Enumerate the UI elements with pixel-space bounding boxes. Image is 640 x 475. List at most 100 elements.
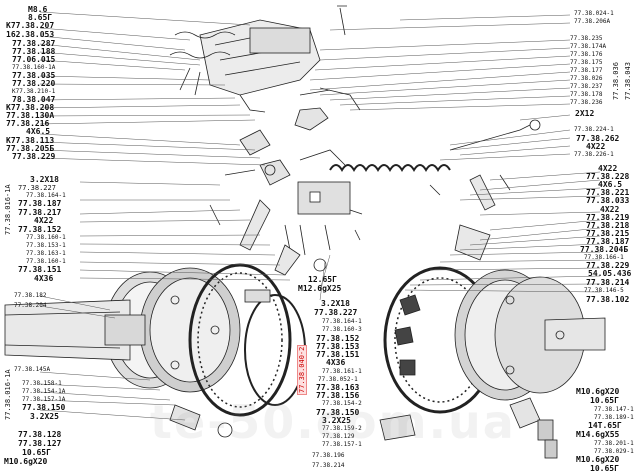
part-label: 3.2Х18 [30,175,59,184]
part-label: 77.38.262 [576,134,620,143]
part-label: 10.65Г [22,448,51,457]
part-label: 77.38.150 [316,408,360,417]
part-label: 77.38.177 [570,67,603,74]
part-label: 77.38.224-1 [574,126,614,133]
part-label: 77.38.163 [316,383,360,392]
part-label: 10.65Г [590,396,619,405]
part-label: 77.38.205Б [6,144,55,153]
part-label: 77.38.237 [570,83,603,90]
part-label: 77.38.187 [586,237,630,246]
part-label: 14Т.65Г [588,421,622,430]
part-label: 77.38.182 [14,292,47,299]
part-label: 77.38.187 [18,199,62,208]
part-label: 77.38.154-2 [322,400,362,407]
part-label: 77.38.163-1 [26,250,66,257]
part-label: 4Х36 [326,358,346,367]
part-label: 77.38.157-1А [22,396,66,403]
part-label: 77.38.227 [314,308,358,317]
part-label: М14.6gХ55 [576,430,620,439]
part-label: 77.38.204 [14,302,47,309]
part-label: 77.38.026 [570,75,603,82]
part-label: 77.38.160-1 [26,258,66,265]
part-label: 77.38.102 [586,295,630,304]
part-label: 77.38.219 [586,213,630,222]
part-label: К77.38.210-1 [12,88,56,95]
part-label: 2Х12 [575,109,595,118]
part-label: 77.38.147-1 [594,406,634,413]
part-label: М10.6gХ20 [576,455,620,464]
group-label-vertical: 77.38.043 [624,62,632,100]
left-brake-band [188,263,306,417]
part-label: К77.38.208 [6,103,55,112]
group-label-vertical: 77.38.016-1А [4,184,12,235]
part-label: 8.65Г [28,13,53,22]
part-label: 77.38.216 [6,119,50,128]
part-label: 12.65Г [308,275,337,284]
part-label: 77.38.229 [586,261,630,270]
part-label: 4Х22 [34,216,54,225]
part-label: 77.38.052-1 [318,376,358,383]
part-label: К77.38.207 [6,21,55,30]
part-label: 77.38.159-2 [322,425,362,432]
part-label: 77.38.204Б [580,245,629,254]
part-label: 77.38.175 [570,59,603,66]
part-label: 77.38.152 [316,334,360,343]
part-label: 77.38.035 [12,71,56,80]
part-label: 77.38.152 [18,225,62,234]
part-label: 77.38.164-1 [26,192,66,199]
part-label: 77.38.160-3 [322,326,362,333]
part-label: 77.38.220 [12,79,56,88]
part-label: 3.2Х18 [321,299,350,308]
part-label: 77.38.151 [18,265,62,274]
part-label: 4Х36 [34,274,54,283]
part-label: 3.2Х25 [322,416,351,425]
part-label: 77.38.160-1 [26,234,66,241]
right-brake-drum [454,269,606,401]
leader-lines [39,11,601,421]
part-label: 77.38.215 [586,229,630,238]
part-label: 77.38.235 [570,35,603,42]
part-label: 77.38.033 [586,196,630,205]
part-label: 77.38.161-1 [322,368,362,375]
part-label: 77.38.236 [570,99,603,106]
group-label-vertical: 77.38.036 [612,62,620,100]
part-label: 77.38.214 [586,278,630,287]
left-lever-arms [209,199,327,276]
watermark: te-50.com.ua [150,395,516,449]
part-label: 77.38.227 [18,184,56,192]
part-label: 77.38.228 [586,172,630,181]
part-label: 77.38.146-5 [584,287,624,294]
part-label: 77.38.166-1 [584,254,624,261]
part-label: 78.38.047 [12,95,56,104]
part-label: 4Х22 [598,164,618,173]
part-label: 77.06.015 [12,55,56,64]
linkage-parts [224,107,346,186]
part-label: 4Х22 [600,205,620,214]
part-label: 77.38.029-1 [594,448,634,455]
part-label: 77.38.178 [570,91,603,98]
highlighted-part-label[interactable]: 77.38.040-2 [297,344,307,395]
part-label: 77.38.287 [12,39,56,48]
part-label: 10.65Г [590,464,619,473]
part-label: К77.38.113 [6,136,55,145]
part-label: 54.05.436 [588,269,632,278]
bottom-small-parts [169,397,558,459]
part-label: М10.6gХ20 [4,457,48,466]
part-label: 77.38.201-1 [594,440,634,447]
part-label: 77.38.130А [6,111,55,120]
part-label: 77.38.176 [570,51,603,58]
part-label: 77.38.214 [312,462,345,469]
part-label: 77.38.189-1 [594,414,634,421]
group-label-vertical: 77.38.016-1А [4,369,12,420]
part-label: 77.38.174А [570,43,607,50]
part-label: 77.38.157-1 [322,441,362,448]
return-spring [329,119,541,172]
part-label: 77.38.226-1 [574,151,614,158]
part-label: 77.38.127 [18,439,62,448]
part-label: 3.2Х25 [30,412,59,421]
part-label: 77.38.156 [316,391,360,400]
part-label: 77.38.153 [316,342,360,351]
part-label: 77.38.128 [18,430,62,439]
